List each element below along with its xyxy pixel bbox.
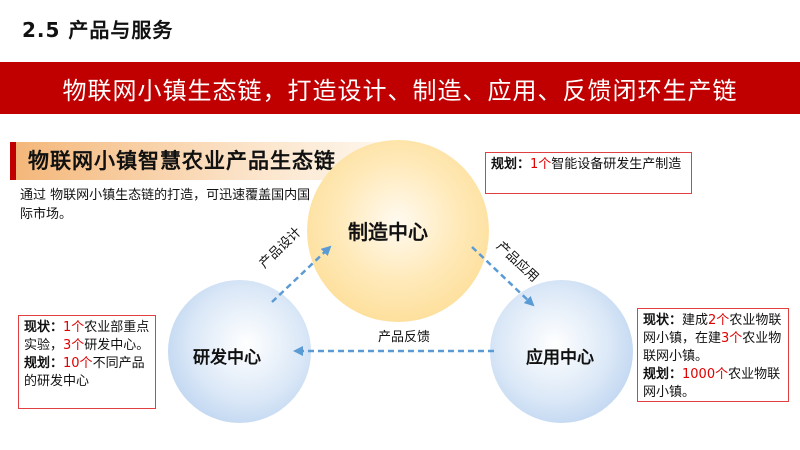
status-label: 现状： [643, 313, 683, 328]
manufacturing-note: 规划：1个智能设备研发生产制造 [485, 152, 692, 194]
intro-text: 通过 物联网小镇生态链的打造，可迅速覆盖国内国际市场。 [20, 188, 311, 222]
status-text-1: 农业部重点实验， [24, 320, 150, 353]
status-count-1: 2个 [708, 313, 730, 328]
plan-label: 规划： [643, 367, 683, 382]
title-banner: 物联网小镇生态链，打造设计、制造、应用、反馈闭环生产链 [0, 62, 800, 114]
apply-arrow [471, 246, 535, 307]
status-text-1: 建成 [682, 313, 709, 328]
plan-count: 1个 [530, 157, 552, 172]
manufacturing-center-label: 制造中心 [348, 220, 428, 244]
plan-label: 规划： [491, 157, 531, 172]
design-arrow [271, 245, 332, 303]
status-count-1: 1个 [63, 320, 85, 335]
application-note: 现状：建成2个农业物联网小镇，在建3个农业物联网小镇。 规划：1000个农业物联… [637, 308, 789, 402]
plan-text: 智能设备研发生产制造 [551, 157, 682, 172]
plan-text: 不同产品的研发中心 [24, 356, 145, 389]
application-center-label: 应用中心 [526, 348, 594, 368]
rnd-center-label: 研发中心 [193, 348, 261, 368]
rnd-note: 现状：1个农业部重点实验，3个研发中心。 规划：10个不同产品的研发中心 [18, 315, 156, 409]
feedback-arrow-label: 产品反馈 [378, 330, 431, 345]
status-label: 现状： [24, 320, 64, 335]
banner-text: 物联网小镇生态链，打造设计、制造、应用、反馈闭环生产链 [62, 76, 738, 105]
rnd-center-circle [168, 280, 311, 423]
status-text-2: 农业物联网小镇，在建 [643, 313, 782, 346]
plan-label: 规划： [24, 356, 64, 371]
plan-count: 10个 [63, 356, 93, 371]
section-title: 2.5 产品与服务 [22, 18, 174, 42]
status-count-2: 3个 [63, 338, 85, 353]
status-text-3: 农业物联网小镇。 [643, 331, 782, 364]
status-text-2: 研发中心。 [84, 338, 150, 353]
application-center-circle [490, 280, 633, 423]
manufacturing-center-circle [307, 140, 489, 322]
plan-count: 1000个 [682, 367, 729, 382]
subtitle: 物联网小镇智慧农业产品生态链 [28, 149, 336, 173]
plan-text: 农业物联网小镇。 [643, 367, 781, 400]
status-count-2: 3个 [721, 331, 743, 346]
